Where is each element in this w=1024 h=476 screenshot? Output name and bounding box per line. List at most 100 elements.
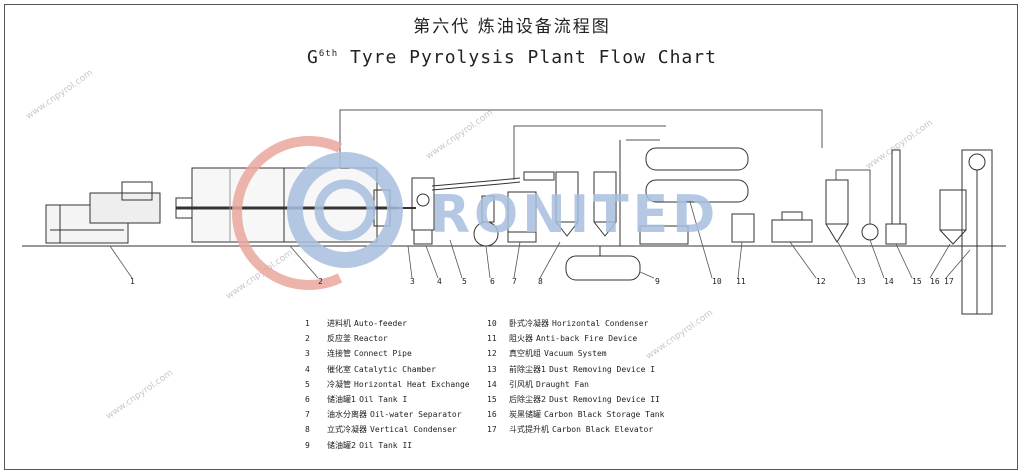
legend-num: 15 — [487, 395, 497, 405]
overhead-pipes — [339, 109, 871, 224]
legend-num: 8 — [305, 425, 310, 435]
component-number: 7 — [512, 277, 517, 286]
legend-en: Oil Tank II — [359, 440, 413, 450]
component-number: 4 — [437, 277, 442, 286]
component-number: 14 — [884, 277, 894, 286]
dust-removing-device-2 — [885, 149, 907, 245]
legend-en: Vacuum System — [544, 349, 607, 359]
legend-cn: 真空机组 — [509, 349, 541, 359]
legend-cn: 冷凝管 — [327, 379, 351, 389]
legend-en: Oil Tank I — [359, 395, 408, 405]
legend-cn: 立式冷凝器 — [327, 425, 367, 435]
horizontal-condenser — [619, 140, 749, 246]
horizontal-heat-exchanger — [431, 177, 521, 191]
legend-num: 13 — [487, 364, 497, 374]
legend-en: Carbon Black Elevator — [552, 425, 654, 435]
legend-num: 4 — [305, 364, 310, 374]
legend-en: Vertical Condenser — [370, 425, 457, 435]
legend-num: 2 — [305, 334, 310, 344]
ronited-logo: RONITED — [232, 136, 719, 290]
component-number: 15 — [912, 277, 922, 286]
legend-en: Dust Removing Device I — [549, 364, 656, 374]
legend-en: Connect Pipe — [354, 349, 412, 359]
component-number: 17 — [944, 277, 954, 286]
chinese-title: 第六代 炼油设备流程图 — [413, 17, 611, 37]
component-number: 13 — [856, 277, 866, 286]
legend-num: 16 — [487, 410, 497, 420]
title-rest: Tyre Pyrolysis Plant Flow Chart — [338, 47, 717, 68]
logo-text: RONITED — [430, 185, 719, 245]
component-number: 16 — [930, 277, 940, 286]
component-number: 3 — [410, 277, 415, 286]
legend-cn: 储油罐2 — [327, 440, 357, 450]
legend-num: 11 — [487, 334, 497, 344]
auto-feeder — [45, 181, 161, 244]
anti-back-fire-device — [731, 213, 755, 243]
legend-num: 1 — [305, 319, 310, 328]
component-number: 8 — [538, 277, 543, 286]
legend-en: Catalytic Chamber — [354, 364, 436, 374]
legend-num: 3 — [305, 349, 310, 359]
legend-en: Horizontal Heat Exchange — [354, 379, 470, 389]
component-number: 2 — [318, 277, 323, 286]
legend-cn: 进料机 — [327, 319, 351, 328]
legend-num: 10 — [487, 319, 497, 328]
component-number: 12 — [816, 277, 826, 286]
legend-en: Carbon Black Storage Tank — [544, 410, 665, 420]
vacuum-system — [771, 211, 813, 243]
legend-cn: 连接管 — [327, 349, 351, 359]
legend-num: 17 — [487, 425, 497, 435]
legend-en: Oil-water Separator — [370, 410, 462, 420]
legend-num: 14 — [487, 379, 497, 389]
component-number: 10 — [712, 277, 722, 286]
legend-num: 7 — [305, 410, 310, 420]
component-number: 5 — [462, 277, 467, 286]
legend-cn: 储油罐1 — [327, 395, 357, 405]
legend-cn: 卧式冷凝器 — [509, 319, 549, 328]
legend-cn: 前除尘器1 — [509, 364, 547, 374]
legend-num: 12 — [487, 349, 497, 359]
legend-en: Draught Fan — [536, 379, 589, 389]
legend-num: 5 — [305, 379, 310, 389]
legend-cn: 反应釜 — [327, 334, 351, 344]
legend-en: Horizontal Condenser — [552, 319, 649, 328]
drawing-frame — [4, 4, 1018, 470]
title-prefix: G — [307, 47, 319, 68]
legend-cn: 催化室 — [327, 364, 351, 374]
component-number: 9 — [655, 277, 660, 286]
legend-en: Dust Removing Device II — [549, 395, 660, 405]
vertical-condenser — [523, 171, 617, 237]
legend-num: 9 — [305, 440, 310, 450]
oil-water-separator — [507, 191, 537, 243]
oil-tank-2 — [565, 246, 641, 281]
dust-removing-device-1 — [825, 179, 849, 243]
legend-num: 6 — [305, 395, 310, 405]
legend-cn: 阻火器 — [509, 334, 533, 344]
draught-fan — [861, 223, 879, 241]
legend-en: Auto-feeder — [354, 319, 407, 328]
legend-en: Reactor — [354, 334, 388, 344]
legend-cn: 引风机 — [509, 379, 533, 389]
legend-cn: 炭黑储罐 — [509, 410, 541, 420]
leader-lines — [109, 201, 971, 279]
legend-cn: 油水分离器 — [327, 410, 367, 420]
legend-cn: 后除尘器2 — [509, 395, 547, 405]
